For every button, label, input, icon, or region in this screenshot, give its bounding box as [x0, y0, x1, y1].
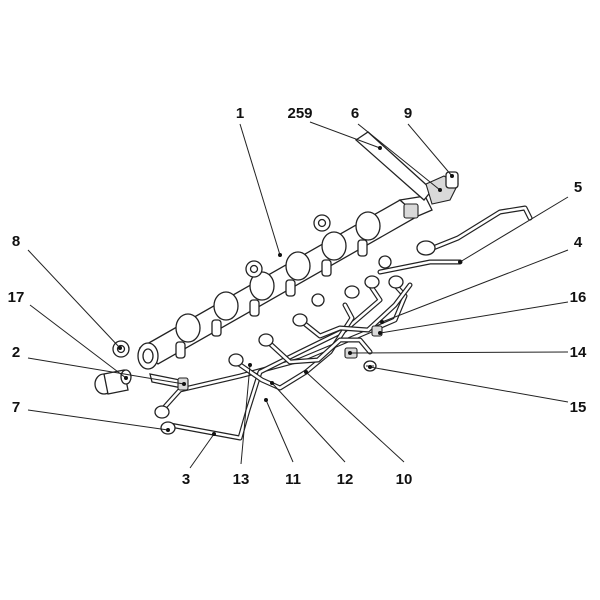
callout-16: 16: [570, 289, 587, 306]
injector-pipes: [154, 275, 413, 441]
callout-5: 5: [574, 179, 582, 196]
callout-4: 4: [574, 234, 583, 251]
leader-lines: [27, 121, 569, 469]
callout-2: 2: [12, 344, 20, 361]
callout-13: 13: [233, 471, 250, 488]
pressure-sensor: [354, 131, 459, 205]
callout-labels: 1 259 6 9 5 4 16 14 15 8 17 2 7 3 13 11 …: [8, 105, 587, 488]
fuel-rail: [137, 195, 433, 370]
callout-6: 6: [351, 105, 359, 122]
callout-14: 14: [570, 344, 587, 361]
callout-15: 15: [570, 399, 587, 416]
callout-1: 1: [236, 105, 244, 122]
callout-259: 259: [287, 105, 312, 122]
callout-9: 9: [404, 105, 412, 122]
feed-pipe: [377, 205, 533, 275]
callout-3: 3: [182, 471, 190, 488]
leader-dots: [118, 146, 462, 436]
callout-17: 17: [8, 289, 25, 306]
callout-10: 10: [396, 471, 413, 488]
callout-7: 7: [12, 399, 20, 416]
callout-12: 12: [337, 471, 354, 488]
callout-8: 8: [12, 233, 20, 250]
callout-11: 11: [285, 471, 301, 488]
